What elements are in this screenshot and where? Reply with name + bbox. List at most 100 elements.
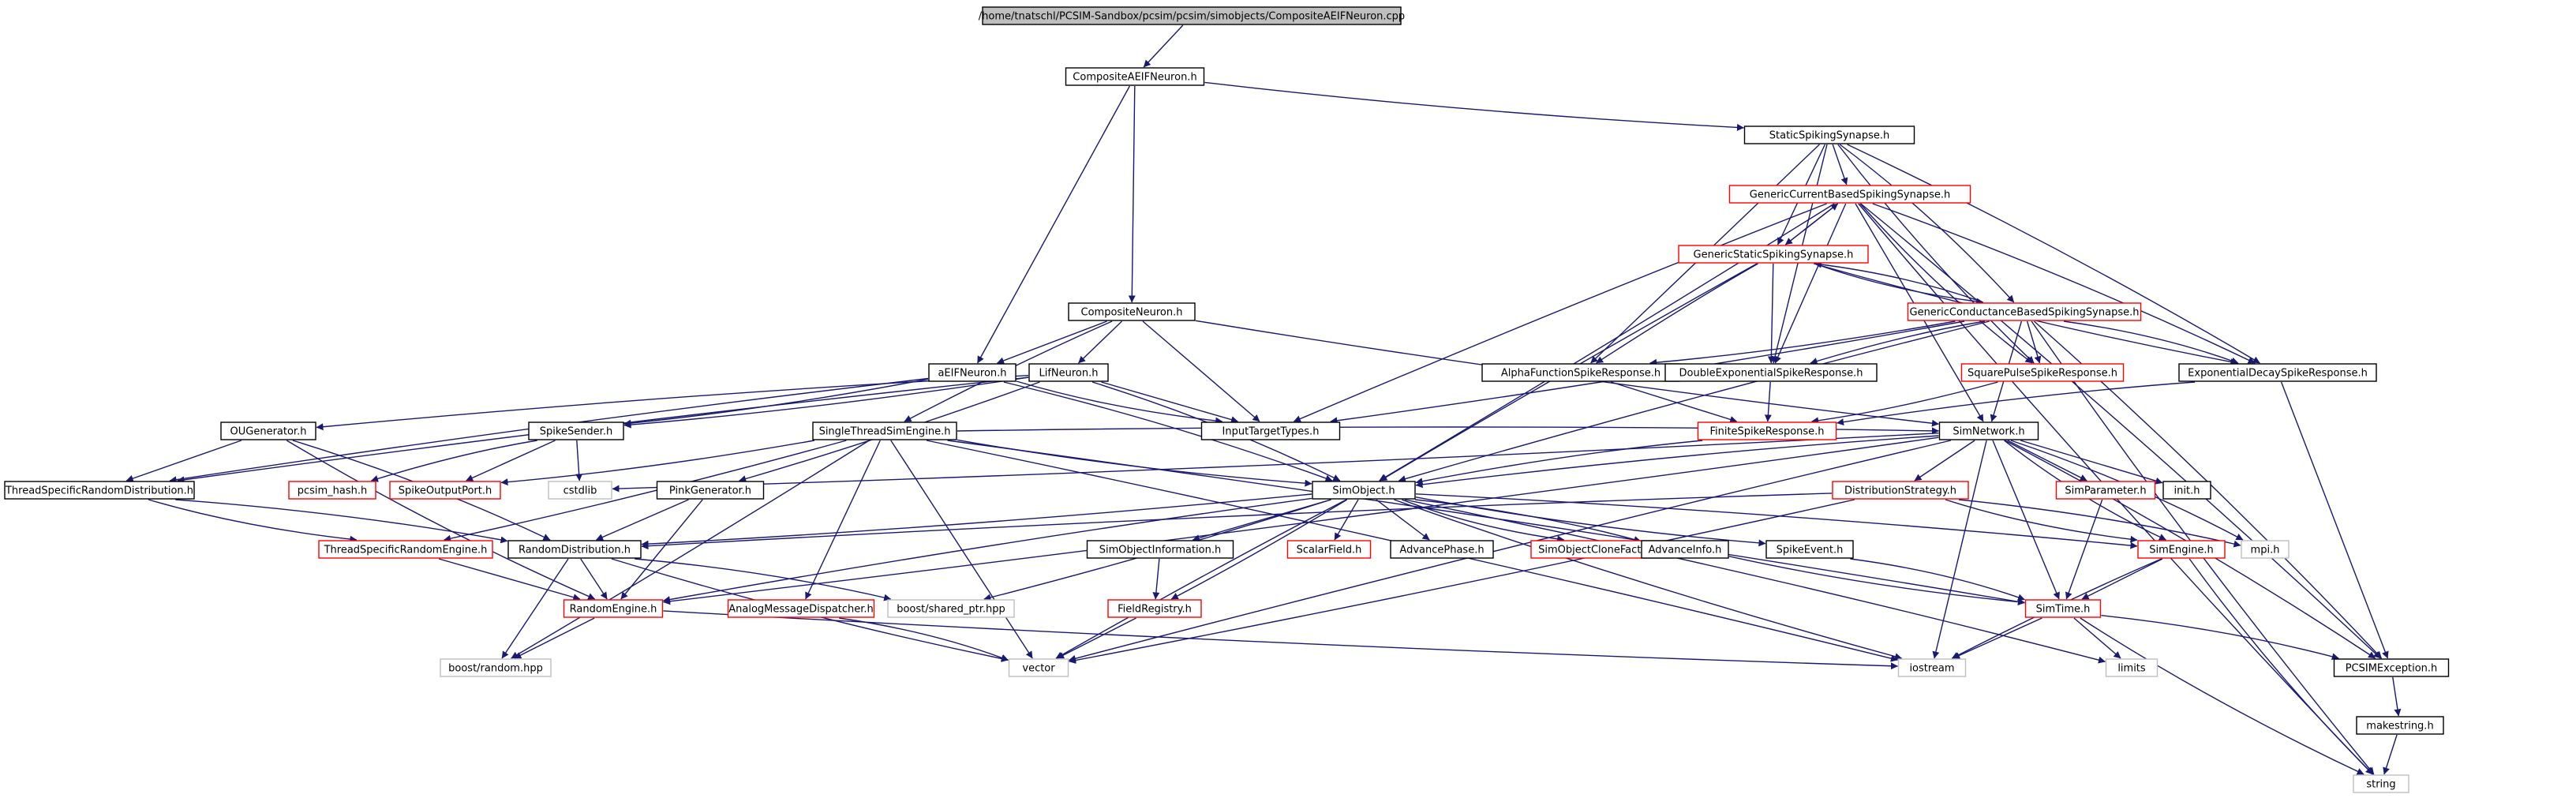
node-boost-shared[interactable]: boost/shared_ptr.hpp: [887, 599, 1015, 618]
node-box: [288, 481, 376, 500]
node-aeif-neuron[interactable]: aEIFNeuron.h: [928, 363, 1017, 382]
node-iostream[interactable]: iostream: [1897, 658, 1967, 677]
edge-pink-generator-to-random-engine: [620, 499, 703, 600]
node-field-registry[interactable]: FieldRegistry.h: [1107, 599, 1202, 618]
node-single-thread[interactable]: SingleThreadSimEngine.h: [812, 421, 957, 440]
node-scalar-field[interactable]: ScalarField.h: [1286, 540, 1372, 559]
edge-sim-network-to-distribution-strategy: [1914, 440, 1975, 481]
node-label: SpikeEvent.h: [1777, 545, 1844, 556]
edge-composite-neuron-to-aeif-neuron: [997, 320, 1107, 365]
edge-sim-engine-to-sim-time: [2081, 558, 2163, 600]
nodes-layer: /home/tnatschl/PCSIM-Sandbox/pcsim/pcsim…: [4, 6, 2450, 793]
node-boost-random[interactable]: boost/random.hpp: [440, 658, 552, 677]
edge-sim-time-to-limits: [2073, 617, 2121, 659]
edge-generic-current-to-pcsim-exception: [1860, 203, 2381, 659]
edge-random-distribution-to-boost-random: [501, 558, 569, 659]
node-composite-neuron[interactable]: CompositeNeuron.h: [1068, 302, 1196, 321]
edge-spike-sender-to-cstdlib: [575, 440, 583, 481]
node-static-spiking[interactable]: StaticSpikingSynapse.h: [1743, 126, 1915, 144]
node-sim-time[interactable]: SimTime.h: [2024, 599, 2102, 618]
edge-sim-object-to-iostream: [1394, 499, 1903, 661]
edge-thread-specific-rd-to-thread-specific-re: [148, 499, 358, 543]
node-box: [1200, 421, 1341, 440]
node-sim-network[interactable]: SimNetwork.h: [1938, 421, 2039, 440]
edge-sim-engine-to-string: [2188, 558, 2374, 775]
edge-composite-aeif-to-aeif-neuron: [976, 85, 1131, 364]
node-finite-spike[interactable]: FiniteSpikeResponse.h: [1697, 421, 1837, 440]
edge-thread-specific-re-to-random-engine: [438, 558, 581, 601]
node-pink-generator[interactable]: PinkGenerator.h: [656, 481, 765, 500]
node-label: GenericConductanceBasedSpikingSynapse.h: [1910, 307, 2140, 319]
edge-thread-specific-rd-to-random-distribution: [175, 499, 508, 544]
node-pcsim-exception[interactable]: PCSIMException.h: [2333, 658, 2450, 677]
edge-lif-neuron-to-input-target: [1101, 381, 1238, 423]
node-box: [2162, 481, 2211, 500]
edge-ou-generator-to-thread-specific-rd: [125, 440, 242, 482]
node-sim-object-clone[interactable]: SimObjectCloneFactory.h: [1530, 540, 1674, 559]
node-sim-engine[interactable]: SimEngine.h: [2137, 540, 2226, 559]
node-box: [2105, 658, 2159, 677]
node-vector[interactable]: vector: [1008, 658, 1069, 677]
node-box: [887, 599, 1015, 618]
node-spike-event[interactable]: SpikeEvent.h: [1765, 540, 1854, 559]
node-mpi-h[interactable]: mpi.h: [2241, 540, 2290, 559]
node-box: [1938, 421, 2039, 440]
node-ou-generator[interactable]: OUGenerator.h: [220, 421, 316, 440]
edge-makestring-to-string: [2383, 734, 2398, 775]
edge-sim-network-to-iostream: [1932, 440, 1987, 659]
node-pcsim-hash[interactable]: pcsim_hash.h: [288, 481, 376, 500]
node-box: [318, 540, 493, 559]
node-label: PinkGenerator.h: [669, 485, 751, 497]
node-generic-static[interactable]: GenericStaticSpikingSynapse.h: [1678, 245, 1869, 264]
node-label: mpi.h: [2251, 545, 2280, 556]
node-distribution-strategy[interactable]: DistributionStrategy.h: [1832, 481, 1969, 500]
node-input-target[interactable]: InputTargetTypes.h: [1200, 421, 1341, 440]
edge-random-engine-to-boost-random: [514, 617, 595, 659]
node-init-h[interactable]: init.h: [2162, 481, 2211, 500]
edge-aeif-neuron-to-input-target: [1016, 380, 1223, 425]
node-box: [1832, 481, 1969, 500]
node-string[interactable]: string: [2353, 774, 2409, 793]
node-cstdlib[interactable]: cstdlib: [548, 481, 612, 500]
node-alpha-function[interactable]: AlphaFunctionSpikeResponse.h: [1481, 363, 1680, 382]
edge-distribution-strategy-to-vector: [1069, 499, 1855, 664]
node-spike-sender[interactable]: SpikeSender.h: [528, 421, 624, 440]
node-lif-neuron[interactable]: LifNeuron.h: [1028, 363, 1109, 382]
edge-sim-object-to-limits: [1404, 499, 2106, 664]
node-box: [2178, 363, 2377, 382]
node-composite-aeif[interactable]: CompositeAEIFNeuron.h: [1065, 67, 1205, 86]
node-exp-decay[interactable]: ExponentialDecaySpikeResponse.h: [2178, 363, 2377, 382]
node-box: [1008, 658, 1069, 677]
edge-generic-current-to-input-target: [1293, 203, 1827, 422]
node-label: RandomEngine.h: [570, 604, 657, 616]
node-thread-specific-rd[interactable]: ThreadSpecificRandomDistribution.h: [4, 481, 195, 500]
node-analog-message[interactable]: AnalogMessageDispatcher.h: [727, 599, 875, 618]
node-thread-specific-re[interactable]: ThreadSpecificRandomEngine.h: [318, 540, 493, 559]
node-box: [1765, 540, 1854, 559]
edge-lif-neuron-to-spike-sender: [623, 377, 1029, 429]
node-square-pulse[interactable]: SquarePulseSpikeResponse.h: [1960, 363, 2125, 382]
node-box: [1028, 363, 1109, 382]
node-sim-parameter[interactable]: SimParameter.h: [2055, 481, 2156, 500]
node-spike-output-port[interactable]: SpikeOutputPort.h: [389, 481, 501, 500]
node-advance-phase[interactable]: AdvancePhase.h: [1390, 540, 1494, 559]
edge-square-pulse-to-finite-spike: [1811, 381, 1998, 425]
node-random-engine[interactable]: RandomEngine.h: [563, 599, 664, 618]
node-root[interactable]: /home/tnatschl/PCSIM-Sandbox/pcsim/pcsim…: [979, 6, 1405, 25]
node-advance-info[interactable]: AdvanceInfo.h: [1641, 540, 1729, 559]
node-generic-conductance[interactable]: GenericConductanceBasedSpikingSynapse.h: [1907, 302, 2142, 321]
node-limits[interactable]: limits: [2105, 658, 2159, 677]
node-label: ThreadSpecificRandomEngine.h: [324, 545, 488, 556]
edge-generic-static-to-double-exp: [1767, 263, 1775, 364]
node-random-distribution[interactable]: RandomDistribution.h: [507, 540, 642, 559]
node-sim-object-info[interactable]: SimObjectInformation.h: [1086, 540, 1234, 559]
edge-sim-object-info-to-field-registry: [1152, 558, 1160, 600]
node-double-exp[interactable]: DoubleExponentialSpikeResponse.h: [1664, 363, 1878, 382]
node-label: PCSIMException.h: [2346, 663, 2438, 675]
node-label: AdvanceInfo.h: [1649, 545, 1722, 556]
node-generic-current[interactable]: GenericCurrentBasedSpikingSynapse.h: [1728, 185, 1971, 204]
node-makestring[interactable]: makestring.h: [2356, 716, 2444, 735]
node-label: iostream: [1909, 663, 1954, 675]
edge-sim-object-to-vector: [1055, 499, 1347, 659]
node-sim-object[interactable]: SimObject.h: [1312, 481, 1416, 500]
